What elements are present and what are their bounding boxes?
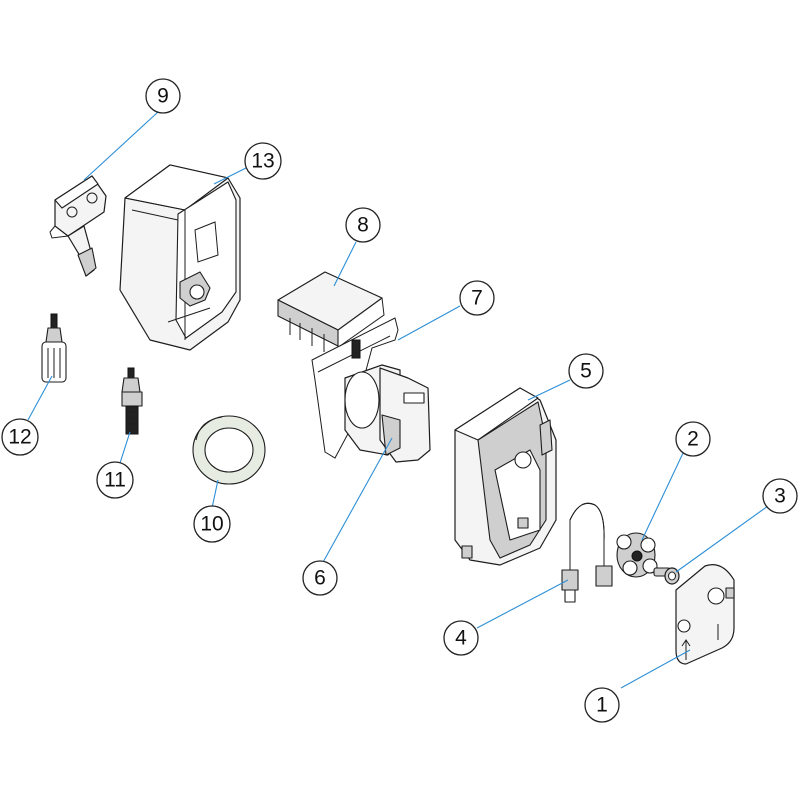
leader-13 <box>213 167 247 185</box>
callout-label: 1 <box>596 694 608 717</box>
callout-11: 11 <box>96 461 134 499</box>
callout-6: 6 <box>302 560 338 596</box>
callout-5: 5 <box>568 353 604 389</box>
leader-8 <box>333 241 357 287</box>
callout-label: 9 <box>157 85 169 108</box>
part-8-circuit-board <box>277 271 385 359</box>
part-10-tubing-coil <box>192 415 266 485</box>
callout-label: 10 <box>200 513 223 536</box>
leader-5 <box>527 379 571 401</box>
callout-label: 4 <box>455 627 467 650</box>
callout-label: 3 <box>774 485 786 508</box>
callout-13: 13 <box>244 142 282 180</box>
leader-11 <box>119 431 131 464</box>
part-9-wall-bracket <box>49 175 107 277</box>
leader-lines <box>27 111 769 689</box>
callout-12: 12 <box>1 418 39 456</box>
part-4-pump-tube <box>561 502 613 603</box>
leader-1 <box>620 649 691 689</box>
callout-label: 5 <box>580 360 592 383</box>
callout-10: 10 <box>193 505 231 543</box>
leader-10 <box>211 479 219 509</box>
leader-4 <box>476 579 569 629</box>
part-1-cover-plate <box>675 564 735 665</box>
leader-7 <box>397 305 461 341</box>
callout-3: 3 <box>762 478 798 514</box>
callout-label: 11 <box>104 469 126 492</box>
callout-4: 4 <box>443 620 479 656</box>
part-2-rotor <box>616 532 671 578</box>
leader-2 <box>641 450 685 541</box>
leader-9 <box>83 111 159 181</box>
callout-9: 9 <box>145 78 181 114</box>
callout-label: 6 <box>314 567 326 590</box>
callout-8: 8 <box>345 207 381 243</box>
part-3-o-ring <box>664 567 680 585</box>
callout-2: 2 <box>675 421 711 457</box>
part-12-foot-filter <box>41 313 67 383</box>
part-11-injection-valve <box>121 367 143 435</box>
part-6-motor <box>344 364 431 463</box>
callout-7: 7 <box>459 280 495 316</box>
leader-12 <box>27 375 53 421</box>
part-5-front-cover <box>454 387 557 566</box>
callout-label: 8 <box>357 214 369 237</box>
callout-label: 7 <box>471 287 483 310</box>
callout-label: 12 <box>8 426 31 449</box>
callout-label: 2 <box>687 428 699 451</box>
part-13-housing <box>119 164 241 351</box>
leader-6 <box>321 437 393 565</box>
callout-1: 1 <box>584 687 620 723</box>
callout-label: 13 <box>251 150 274 173</box>
leader-3 <box>675 505 769 573</box>
